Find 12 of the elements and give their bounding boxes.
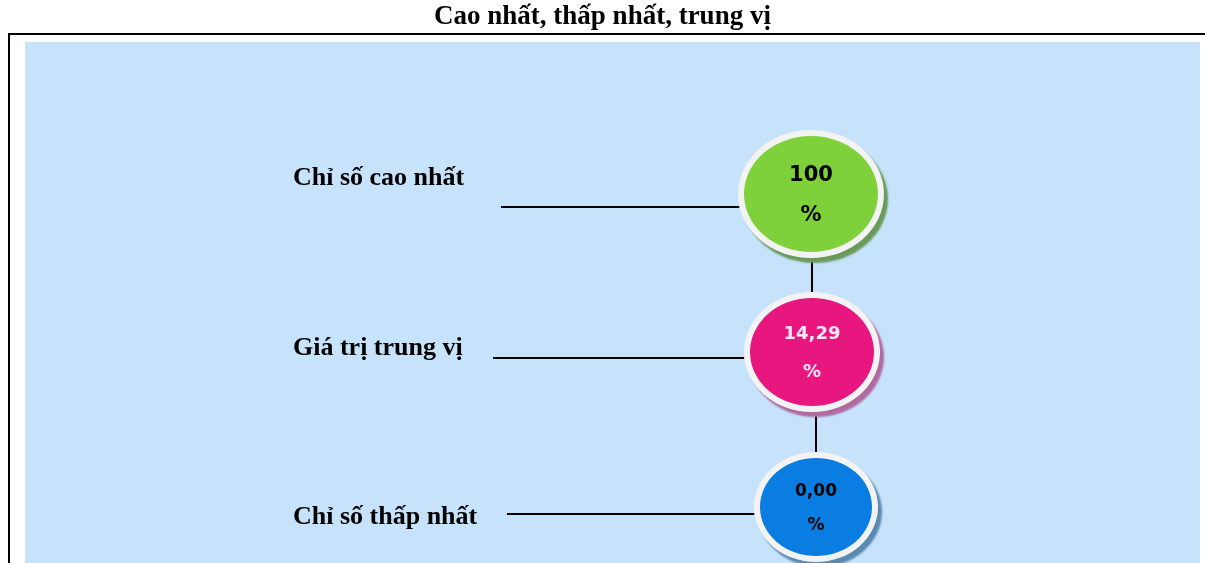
row-label: Giá trị trung vị [293, 330, 463, 364]
row-label: Chỉ số thấp nhất [293, 499, 478, 533]
connector-line [492, 357, 746, 359]
value-text: 14,29 % [783, 321, 841, 383]
diagram-title: Cao nhất, thấp nhất, trung vị [433, 0, 772, 30]
connector-line [506, 513, 756, 515]
connector-line [815, 410, 817, 453]
connector-line [500, 206, 741, 208]
value-text: 100 % [789, 161, 833, 228]
row-label: Chỉ số cao nhất [293, 160, 465, 194]
connector-line [811, 257, 813, 293]
value-text: 0,00 % [795, 479, 837, 536]
